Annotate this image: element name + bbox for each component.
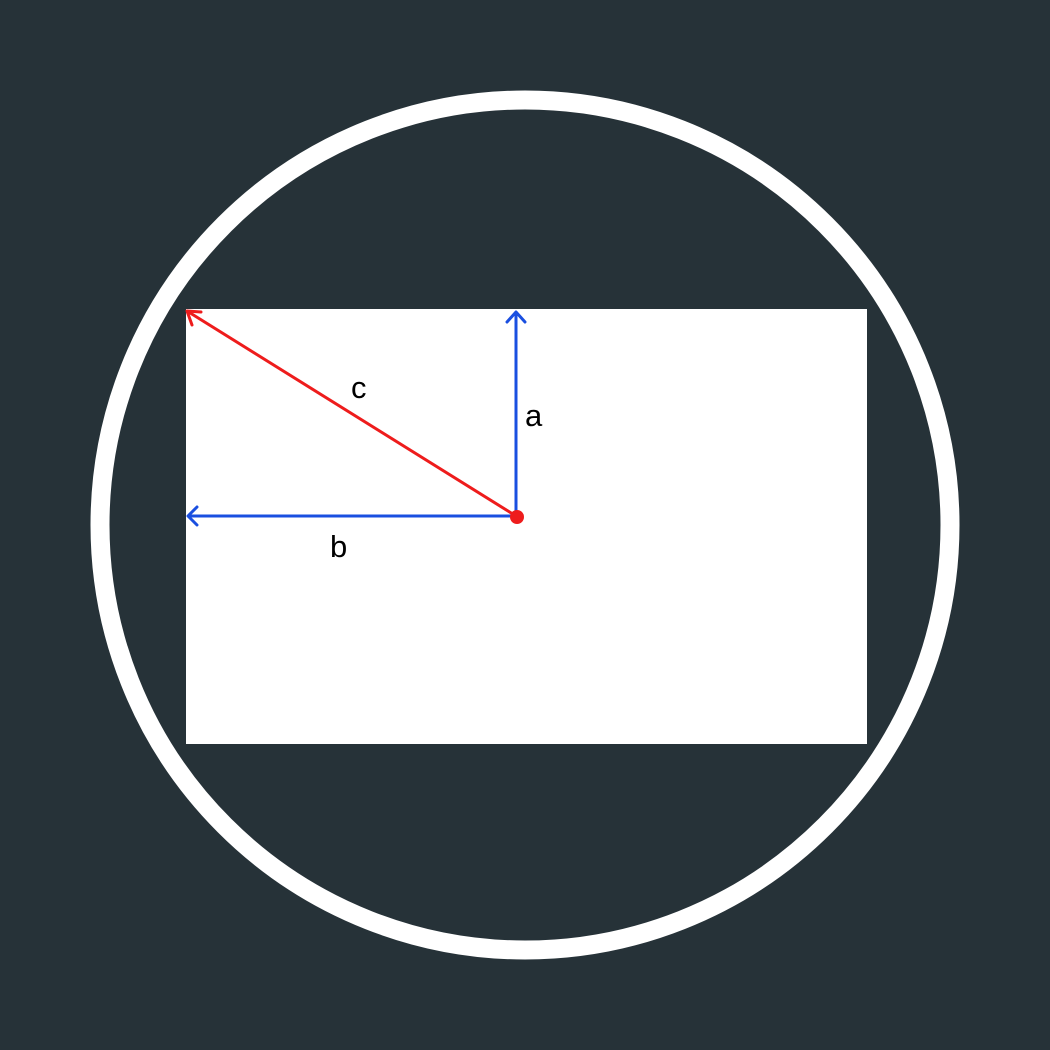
label-b: b [330,529,347,564]
horizontal-leg-arrowhead [186,505,199,527]
vertical-leg-arrowhead [505,310,527,324]
label-a: a [525,398,543,433]
hypotenuse-line [186,309,517,518]
origin-point [510,510,524,524]
vertical-leg-arrow [505,310,527,517]
horizontal-leg-arrow [186,505,516,527]
label-c: c [351,370,367,405]
outer-ring [90,90,960,960]
hypotenuse-arrowhead [185,309,203,327]
hypotenuse-arrow [185,309,517,518]
